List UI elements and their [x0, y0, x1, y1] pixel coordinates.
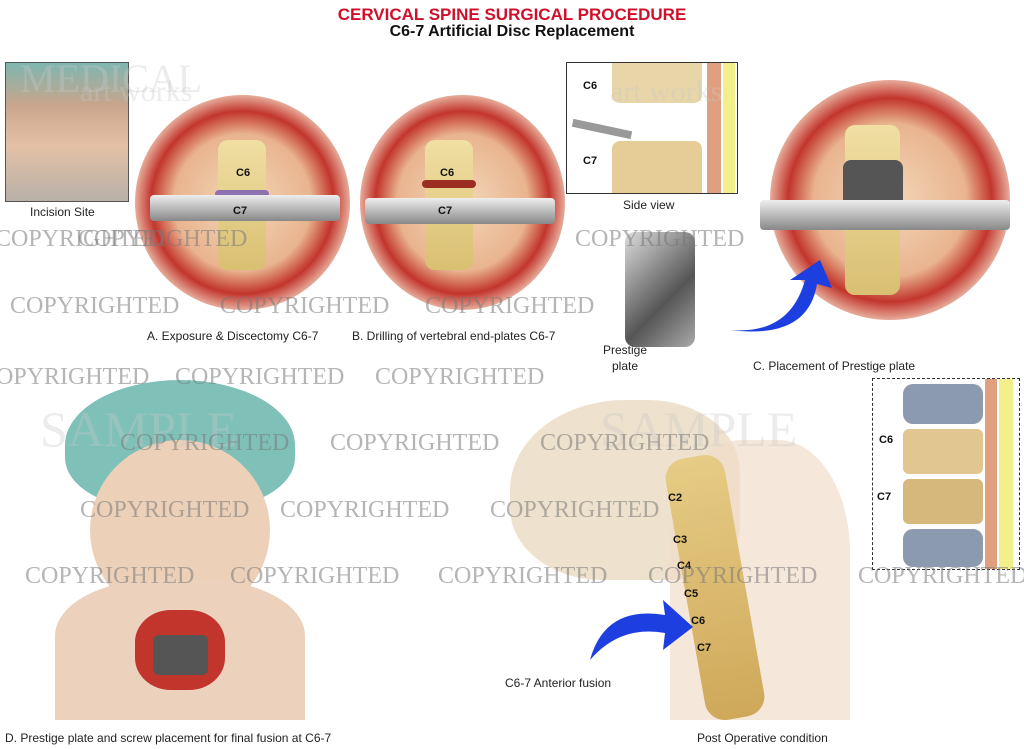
vertebra-label-c2: C2	[668, 492, 683, 504]
side-view-label: Side view	[623, 198, 675, 212]
watermark-copyright: COPYRIGHTED	[280, 497, 450, 523]
vertebra-label-c6: C6	[691, 615, 706, 627]
panel-b-label: B. Drilling of vertebral end-plates C6-7	[352, 329, 556, 343]
inset-side-view	[872, 378, 1020, 570]
watermark-copyright: COPYRIGHTED	[575, 226, 745, 252]
c7-label-a: C7	[233, 205, 248, 217]
retractor-b	[365, 198, 555, 224]
watermark-copyright: COPYRIGHTED	[25, 563, 195, 589]
panel-d-label: D. Prestige plate and screw placement fo…	[5, 731, 332, 745]
retractor-c	[760, 200, 1010, 230]
watermark-copyright: COPYRIGHTED	[120, 430, 290, 456]
watermark-copyright: COPYRIGHTED	[0, 364, 150, 390]
c7-label-side: C7	[583, 155, 598, 167]
watermark-copyright: COPYRIGHTED	[175, 364, 345, 390]
device-label-line1: Prestige	[603, 343, 648, 357]
watermark-copyright: COPYRIGHTED	[375, 364, 545, 390]
watermark-copyright: COPYRIGHTED	[230, 563, 400, 589]
watermark-copyright: COPYRIGHTED	[80, 497, 250, 523]
c6-label-side: C6	[583, 80, 598, 92]
post-op-label: Post Operative condition	[697, 731, 828, 745]
watermark-copyright: COPYRIGHTED	[220, 293, 390, 319]
c6-label-b: C6	[440, 167, 455, 179]
vertebra-label-c3: C3	[673, 534, 688, 546]
watermark-brand-2: art works	[80, 75, 193, 108]
disc-b	[422, 180, 476, 188]
c7-label-inset: C7	[877, 491, 892, 503]
post-op-illustration	[490, 380, 860, 724]
watermark-brand-3: art works	[610, 75, 723, 108]
vertebra-label-c4: C4	[677, 560, 692, 572]
vertebra-label-c5: C5	[684, 588, 699, 600]
vertebra-label-c7: C7	[697, 642, 712, 654]
page-title: CERVICAL SPINE SURGICAL PROCEDURE	[337, 5, 687, 24]
side-view-box	[566, 62, 738, 194]
device-label-line2: plate	[612, 359, 639, 373]
watermark-copyright: COPYRIGHTED	[425, 293, 595, 319]
watermark-copyright: COPYRIGHTED	[0, 226, 165, 252]
watermark-sample: SAMPLE	[40, 401, 238, 457]
watermark-copyright: COPYRIGHTED	[78, 226, 248, 252]
watermark-brand: MEDICAL	[20, 56, 203, 101]
retractor-a	[150, 195, 340, 221]
prestige-plate-device	[625, 232, 695, 347]
disc-a	[215, 190, 269, 198]
incision-label: Incision Site	[30, 205, 95, 219]
watermark-copyright: COPYRIGHTED	[438, 563, 608, 589]
c6-label-a: C6	[236, 167, 251, 179]
panel-a-label: A. Exposure & Discectomy C6-7	[147, 329, 319, 343]
fusion-arrow-icon	[590, 600, 693, 660]
watermark-copyright: COPYRIGHTED	[858, 563, 1024, 589]
watermark-copyright: COPYRIGHTED	[540, 430, 710, 456]
watermark-sample-2: SAMPLE	[600, 401, 798, 457]
c7-label-b: C7	[438, 205, 453, 217]
incision-site-image	[5, 62, 129, 202]
patient-head-illustration	[35, 380, 325, 720]
page-subtitle: C6-7 Artificial Disc Replacement	[389, 23, 635, 40]
fusion-label: C6-7 Anterior fusion	[505, 676, 612, 690]
watermark-copyright: COPYRIGHTED	[330, 430, 500, 456]
watermark-copyright: COPYRIGHTED	[648, 563, 818, 589]
blue-arrow-icon	[730, 260, 832, 332]
c6-label-inset: C6	[879, 434, 894, 446]
panel-c-label: C. Placement of Prestige plate	[753, 359, 916, 373]
watermark-copyright: COPYRIGHTED	[490, 497, 660, 523]
watermark-copyright: COPYRIGHTED	[10, 293, 180, 319]
device-label: Prestige plate	[603, 342, 647, 374]
